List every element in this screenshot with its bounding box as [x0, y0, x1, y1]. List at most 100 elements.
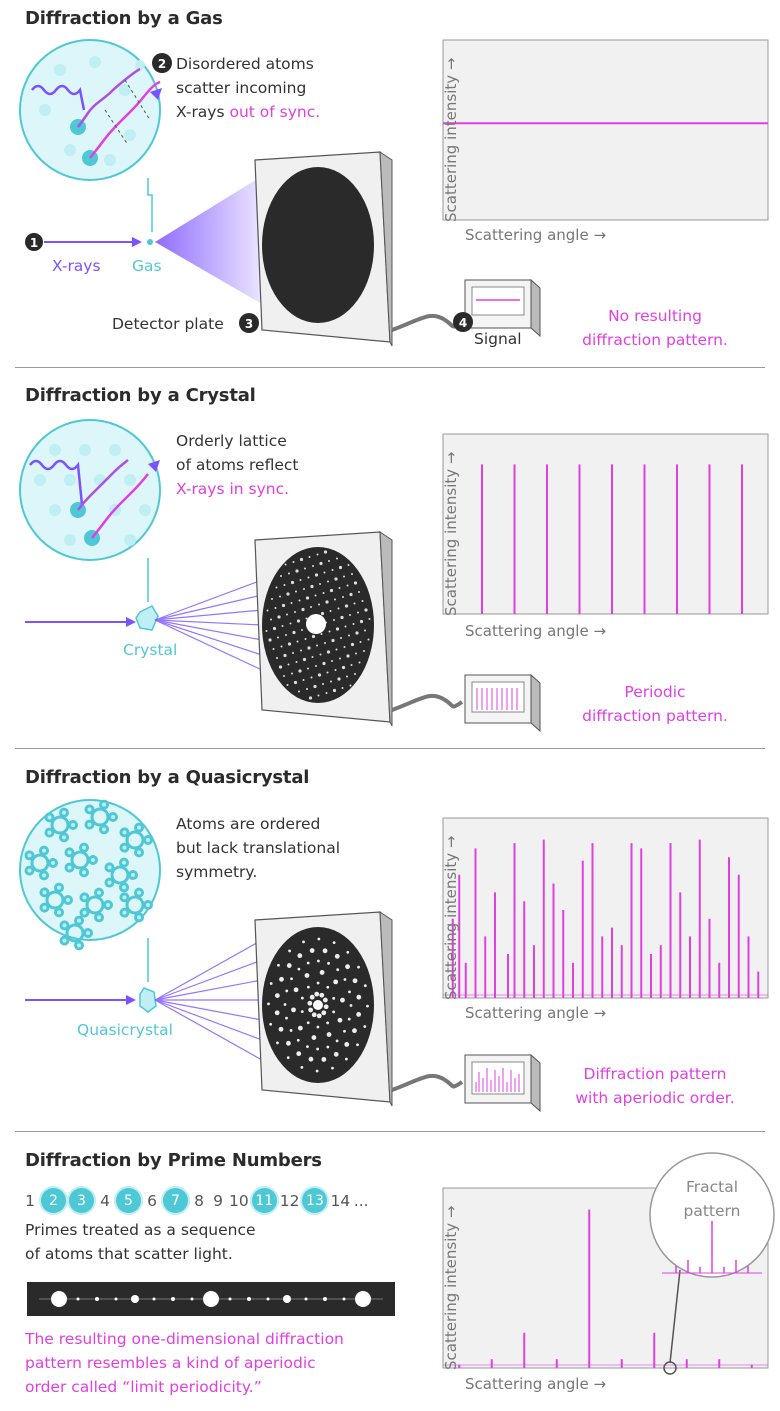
- diffraction-spot: [297, 1025, 303, 1031]
- lattice-spot: [299, 579, 302, 581]
- lattice-spot: [316, 553, 319, 556]
- lattice-spot: [295, 661, 298, 663]
- atom: [44, 827, 55, 838]
- prime-number: 2: [41, 1188, 66, 1213]
- diffraction-spot: [290, 977, 293, 981]
- lattice-spot: [323, 571, 326, 574]
- atom: [68, 820, 78, 830]
- diffraction-spot: [356, 1011, 362, 1017]
- lattice-spot: [337, 677, 341, 681]
- lattice-spot: [281, 625, 284, 627]
- atom: [143, 835, 153, 845]
- diffraction-spot: [344, 1042, 350, 1047]
- lattice-spot: [348, 634, 350, 637]
- fractal-inset-line1: Fractal: [685, 1178, 739, 1196]
- lattice-spot: [300, 649, 302, 652]
- primes-result-line3: order called “limit periodicity.”: [25, 1378, 262, 1396]
- atom: [119, 857, 130, 868]
- diffraction-spot: [331, 1066, 334, 1070]
- gas-desc-line2: scatter incoming: [176, 79, 307, 97]
- lattice-spot: [357, 611, 359, 614]
- lattice-spot: [322, 661, 326, 666]
- lattice-spot: [343, 646, 346, 648]
- atom: [59, 920, 70, 931]
- atom: [64, 862, 75, 873]
- diffraction-spot: [327, 961, 330, 965]
- lattice-spot: [325, 600, 329, 604]
- lattice-spot: [364, 608, 368, 612]
- diffraction-spot: [346, 950, 350, 954]
- lattice-spot: [328, 560, 330, 562]
- signal-label: Signal: [474, 330, 522, 348]
- diffraction-spot: [306, 961, 310, 965]
- atom: [54, 907, 65, 918]
- quasicrystal-y-axis-label: Scattering intensity →: [442, 835, 460, 1000]
- lattice-spot: [349, 684, 352, 687]
- lattice-spot: [334, 598, 336, 601]
- atom: [119, 842, 130, 853]
- gas-y-axis-label: Scattering intensity →: [442, 57, 460, 222]
- lattice-spot: [350, 664, 353, 666]
- lattice-spot: [363, 650, 365, 652]
- diffraction-spot: [274, 1010, 280, 1016]
- lattice-spot: [284, 563, 287, 566]
- lattice-spot: [319, 561, 323, 566]
- lattice-spot: [344, 604, 349, 608]
- prime-1d-pattern: [27, 1282, 395, 1316]
- diffraction-spot: [326, 1032, 332, 1037]
- lattice-spot: [332, 688, 337, 693]
- diffraction-spot: [309, 994, 315, 1000]
- lattice-spot: [330, 680, 332, 683]
- gas-step4-label: 4: [459, 316, 467, 330]
- diffraction-spot: [302, 940, 305, 944]
- lattice-spot: [292, 561, 295, 563]
- lattice-spot: [268, 638, 272, 642]
- diffraction-spot: [322, 997, 328, 1003]
- lattice-spot: [294, 611, 296, 613]
- diffraction-spot: [332, 1010, 336, 1014]
- primes-desc-line1: Primes treated as a sequence: [25, 1221, 256, 1239]
- lattice-spot: [283, 584, 286, 586]
- lattice-spot: [367, 638, 370, 641]
- lattice-spot: [317, 694, 320, 697]
- atom: [24, 865, 35, 876]
- diffraction-spot: [344, 1057, 348, 1061]
- atom: [83, 928, 93, 938]
- diffraction-spot: [296, 1051, 302, 1057]
- lattice-spot: [310, 584, 314, 589]
- lattice-spot: [314, 594, 317, 597]
- lattice-spot: [291, 672, 293, 675]
- diffraction-spot: [316, 1047, 320, 1051]
- diffraction-spot: [343, 978, 347, 981]
- lattice-spot: [355, 652, 357, 655]
- crystal-desc-line3: X-rays in sync.: [176, 480, 290, 498]
- diffraction-spot: [334, 953, 340, 959]
- central-spot: [313, 1000, 323, 1010]
- composite-number: 4: [100, 1191, 110, 1210]
- atom: [104, 877, 115, 888]
- atom: [39, 870, 50, 881]
- lattice-spot: [352, 623, 355, 625]
- diffraction-spot: [311, 1012, 317, 1018]
- diffraction-spot: [356, 994, 362, 1000]
- lattice-spot: [295, 569, 299, 573]
- prime-number: 5: [116, 1188, 141, 1213]
- lattice-spot: [320, 633, 323, 635]
- lattice-spot: [340, 637, 342, 639]
- lattice-spot: [335, 627, 340, 631]
- lattice-spot: [276, 657, 278, 659]
- diffraction-spot: [348, 990, 351, 994]
- quasicrystal-section-title: Diffraction by a Quasicrystal: [25, 767, 310, 788]
- gas-result-line2: diffraction pattern.: [582, 331, 728, 349]
- lattice-spot: [286, 613, 288, 616]
- lattice-spot: [343, 575, 345, 578]
- gas-diagram: 1 3 4 2: [19, 39, 541, 347]
- atom: [74, 940, 85, 951]
- diffraction-spot: [308, 1056, 314, 1062]
- diffraction-spot: [291, 1007, 296, 1013]
- lattice-spot: [301, 607, 305, 612]
- atom: [134, 887, 145, 898]
- quasicrystal-result-line2: with aperiodic order.: [575, 1089, 735, 1107]
- chart-frame: [442, 433, 769, 615]
- atom: [44, 812, 55, 823]
